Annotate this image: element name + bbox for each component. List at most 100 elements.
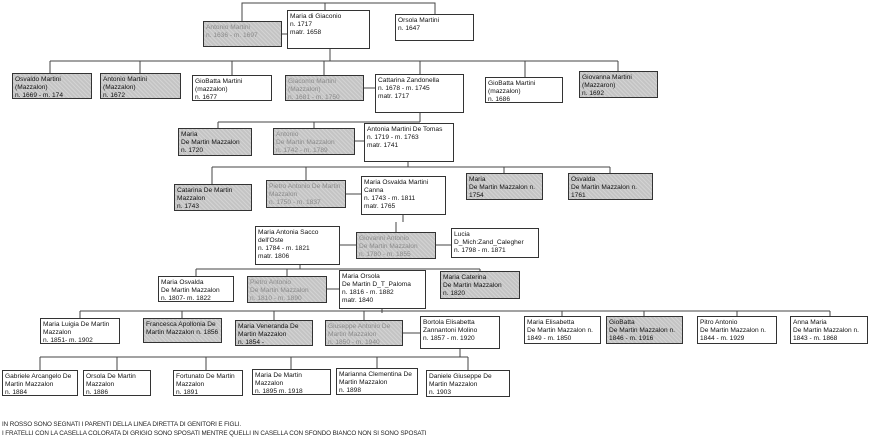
person-text-line: GioBatta Martini <box>488 80 536 87</box>
person-text-line: matr. 1806 <box>258 253 290 260</box>
person-text-line: matr. 1658 <box>290 29 322 36</box>
person-text-line: Mazzalon <box>43 329 72 336</box>
person-text-line: 1846 - m. 1916 <box>609 335 654 342</box>
person-text-line: Martin Mazzalon <box>339 379 388 386</box>
person-text-line: Maria di Giaconio <box>290 13 342 20</box>
person-text-line: Mazzalon <box>176 381 205 388</box>
person-text-line: n. 1672 <box>103 92 125 99</box>
connector-gen3 <box>211 162 611 184</box>
person-text-line: (Mazzalon) <box>288 86 321 93</box>
person-text-line: De Martin Mazzalon <box>250 287 309 294</box>
connector-gen4 <box>395 215 404 232</box>
person-text-line: Osvalda <box>571 176 596 183</box>
person-text-line: n. 1692 <box>582 90 604 97</box>
person-text-line: n. 1742 - m. 1789 <box>276 147 328 154</box>
person-text-line: n. 1903 <box>429 389 451 396</box>
person-text-line: Giovanna Martini <box>582 74 632 81</box>
person-text-line: Pietro Antonio <box>250 279 292 286</box>
person-text-line: Mazzalon <box>255 380 284 387</box>
person-text-line: n. 1898 <box>339 387 361 394</box>
person-text-line: Daniele Giuseppe De <box>429 373 492 380</box>
person-text-line: 1843 - m. 1868 <box>793 335 838 342</box>
legend-direct-line: IN ROSSO SONO SEGNATI I PARENTI DELLA LI… <box>2 421 242 428</box>
person-text-line: Mazzalon <box>269 191 298 198</box>
person-text-line: n. 1807- m. 1822 <box>161 295 211 302</box>
person-text-line: Mazzalon <box>177 195 206 202</box>
person-box: Giovanna Martini(Mazzaron)n. 1692 <box>579 71 658 98</box>
person-text-line: De Martin Mazzalon n. <box>469 184 535 191</box>
person-box: Antonio Martini(Mazzalon)n. 1672 <box>100 73 181 99</box>
person-text-line: (mazzalon) <box>488 88 521 95</box>
person-text-line: Bortola Elisabetta <box>423 319 475 326</box>
person-text-line: De Martin Mazzalon n. <box>700 327 766 334</box>
person-text-line: Antonio Martini <box>206 24 250 31</box>
person-text-line: Giuseppe Antonio De <box>328 323 391 330</box>
person-text-line: 1754 <box>469 192 484 199</box>
person-text-line: (mazzalon) <box>195 86 228 93</box>
person-text-line: n. 1895 m. 1918 <box>255 388 303 395</box>
person-text-line: Orsola De Martin <box>86 373 136 380</box>
person-text-line: Maria Elisabetta <box>527 319 575 326</box>
person-text-line: De Martin Mazzalon n. <box>571 184 637 191</box>
person-text-line: Osvaldo Martini <box>15 76 61 83</box>
person-text-line: Giovanni Antonio <box>359 235 409 242</box>
person-text-line: (Mazzalon) <box>103 84 136 91</box>
person-text-line: n. 1686 <box>488 96 510 103</box>
person-box: GioBatta Martini(mazzalon)n. 1686 <box>485 77 563 103</box>
person-text-line: matr. 1840 <box>342 297 374 304</box>
person-text-line: 1761 <box>571 192 586 199</box>
person-text-line: Maria <box>469 176 486 183</box>
person-text-line: Martin Mazzalon <box>429 381 478 388</box>
person-text-line: Canna <box>364 187 384 194</box>
person-text-line: n. 1886 <box>86 389 108 396</box>
person-text-line: Maria Luigia De Martin <box>43 321 110 328</box>
person-text-line: Zannantoni Molino <box>423 327 478 334</box>
person-text-line: n. 1854 - <box>238 339 265 346</box>
person-text-line: n. 1720 <box>181 147 203 154</box>
person-text-line: n. 1681 - m. 1750 <box>288 94 340 101</box>
person-text-line: n. 1743 - m. 1811 <box>364 195 416 202</box>
person-text-line: (Mazzaron) <box>582 82 616 89</box>
person-text-line: n. 1647 <box>398 25 420 32</box>
legend-shading: I FRATELLI CON LA CASELLA COLORATA DI GR… <box>2 430 427 437</box>
person-text-line: Orsola Martini <box>398 17 440 24</box>
person-text-line: n. 1719 - m. 1763 <box>367 134 419 141</box>
person-text-line: n. 1891 <box>176 389 198 396</box>
person-text-line: n. 1850 - m. 1940 <box>328 339 380 346</box>
person-text-line: De Martin Mazzalon <box>443 282 502 289</box>
person-text-line: n. 1636 - m. 1697 <box>206 32 258 39</box>
person-text-line: n. 1798 - m. 1871 <box>454 247 506 254</box>
person-text-line: n. 1820 <box>443 290 465 297</box>
person-text-line: Antonia Martini De Tomas <box>367 126 443 133</box>
person-box: Giacomo Martini(Mazzalon)n. 1681 - m. 17… <box>285 75 364 101</box>
person-text-line: n. 1884 <box>5 389 27 396</box>
person-text-line: 1849 - m. 1850 <box>527 335 572 342</box>
person-text-line: Martin Mazzalon <box>5 381 54 388</box>
person-box: Osvaldo Martini(Mazzalon)n. 1669 - m. 17… <box>12 73 92 99</box>
person-text-line: n. 1750 - m. 1837 <box>269 199 321 206</box>
